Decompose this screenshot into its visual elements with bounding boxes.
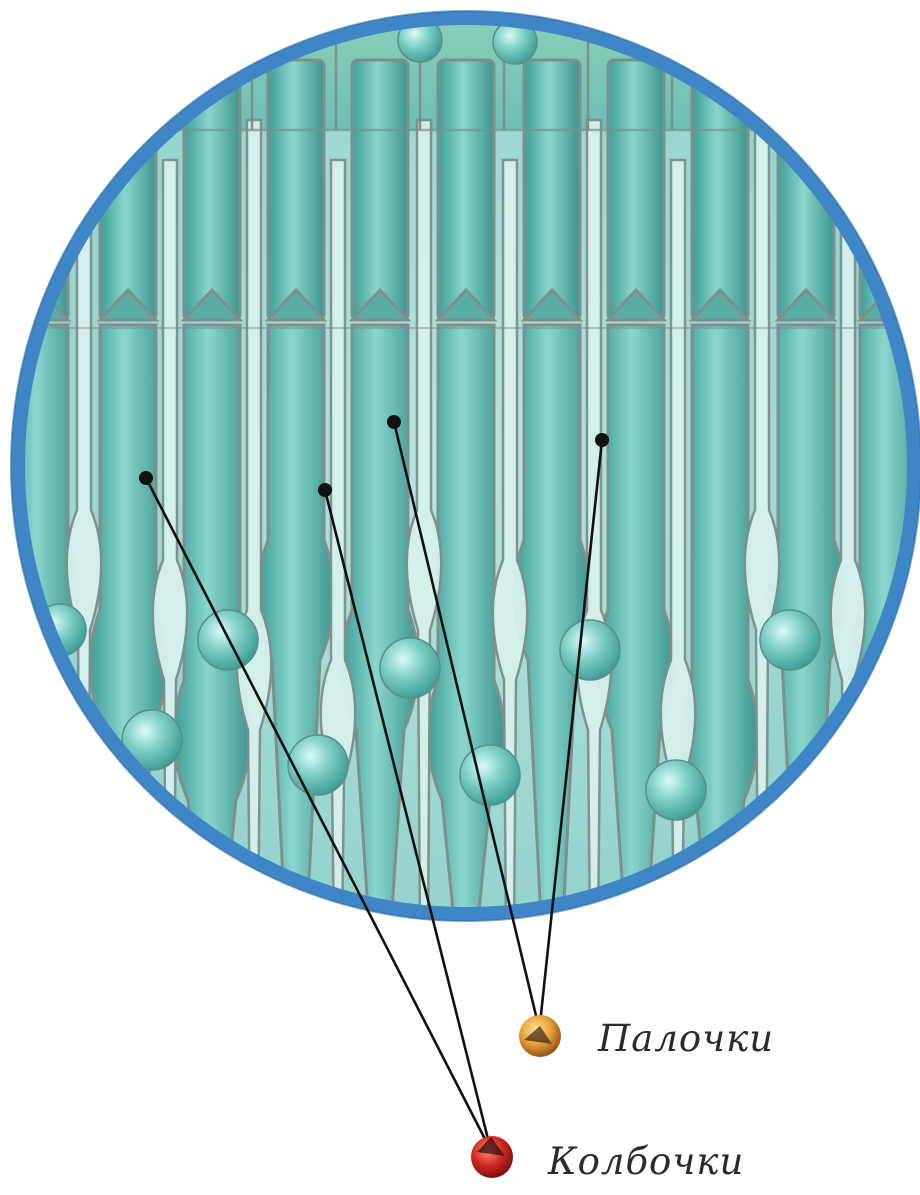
cell-nucleus [288, 735, 348, 795]
orange-sphere-marker-icon [519, 1015, 561, 1057]
pointer-dot-rod-2 [595, 433, 609, 447]
pointer-dot-rod-1 [387, 415, 401, 429]
pointer-dot-cone-1 [139, 471, 153, 485]
red-sphere-marker-icon [471, 1136, 513, 1178]
cell-outer-segment [608, 60, 664, 320]
rods-label: Палочки [598, 1017, 774, 1060]
cell-nucleus [560, 620, 620, 680]
cell-nucleus [760, 610, 820, 670]
cell-outer-segment [268, 60, 324, 320]
cones-label: Колбочки [548, 1140, 744, 1183]
cell-nucleus [380, 638, 440, 698]
cell-outer-segment [438, 60, 494, 320]
cell-nucleus [460, 745, 520, 805]
cell-nucleus [646, 760, 706, 820]
cell-outer-segment [352, 60, 408, 320]
pointer-dot-cone-2 [318, 483, 332, 497]
cell-outer-segment [524, 60, 580, 320]
